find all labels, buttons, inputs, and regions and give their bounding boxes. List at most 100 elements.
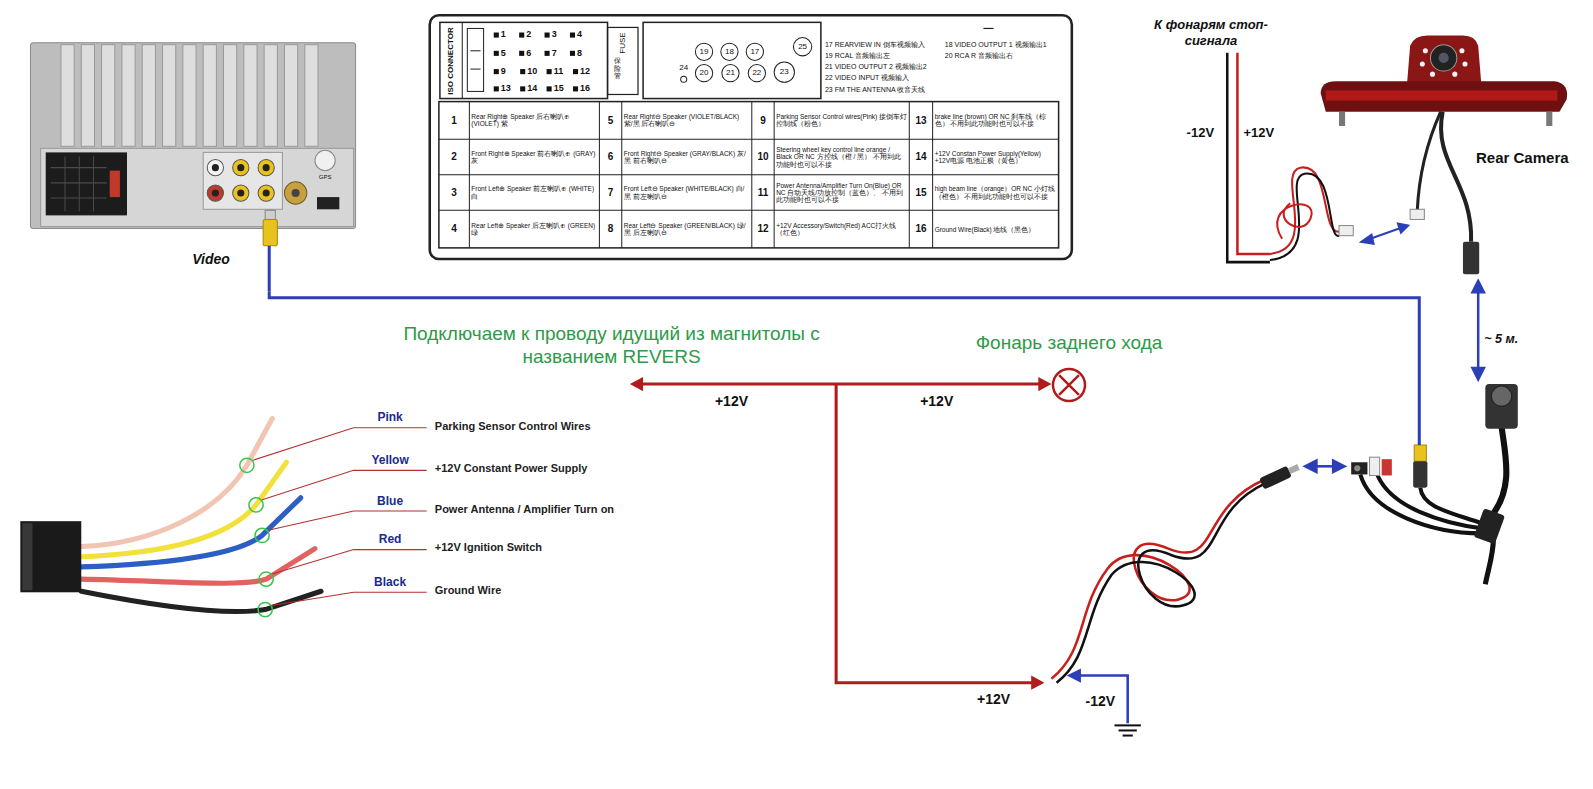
pin-number: 6 — [526, 48, 531, 58]
voltage-label: -12V — [1085, 693, 1115, 709]
wire-color: Black — [374, 576, 406, 590]
pin-circles — [681, 76, 687, 82]
lamp-label: Фонарь заднего хода — [976, 332, 1163, 355]
iso-table-frame — [643, 22, 821, 98]
table-pin-number: 16 — [909, 210, 932, 248]
head-unit-picture — [51, 156, 107, 211]
pin-circles — [695, 65, 712, 82]
pin-squares — [494, 69, 499, 74]
iso-table-frame — [439, 139, 1059, 140]
pin-circles — [722, 65, 739, 82]
wire-harness — [268, 511, 426, 530]
wire-harness — [81, 591, 321, 611]
pin-description: 17 REARVIEW IN 倒车视频输入 — [825, 41, 925, 49]
head-unit-picture — [93, 156, 94, 211]
voltage-label: +12V — [715, 393, 748, 409]
table-pin-number: 14 — [909, 139, 932, 175]
head-unit-picture — [183, 45, 196, 147]
wire-note: К фонарям стоп-сигнала — [1154, 17, 1268, 49]
reverse-wire — [630, 377, 643, 391]
camera-adapter-cable — [1414, 445, 1426, 461]
iso-table-frame — [430, 15, 1072, 259]
pin-squares — [570, 33, 575, 38]
table-cell: Rear Left⊖ Speaker (GREEN/BLACK) 绿/黑 后左喇… — [622, 210, 752, 248]
table-pin-number: 6 — [599, 139, 621, 175]
head-unit-picture — [305, 45, 318, 147]
pin-circles — [748, 65, 765, 82]
table-pin-number: 2 — [439, 139, 469, 175]
pin-number: 5 — [501, 48, 506, 58]
head-unit-picture — [30, 43, 355, 229]
table-cell: Rear Right⊕ Speaker 后右喇叭⊕ (VIOLET) 紫 — [469, 102, 599, 140]
pin-squares — [520, 86, 525, 91]
rear-camera-picture — [1339, 112, 1345, 126]
power-cable — [1259, 461, 1301, 489]
head-unit-picture — [237, 189, 244, 196]
camera-adapter-cable — [1491, 386, 1511, 406]
camera-adapter-cable — [1351, 462, 1367, 474]
pin-number: 11 — [554, 66, 564, 76]
wire-harness — [253, 428, 427, 606]
head-unit: Video — [28, 38, 363, 292]
pin-number: 21 — [726, 69, 735, 78]
head-unit-picture — [61, 45, 318, 147]
pin-circles — [746, 43, 763, 60]
pin-number: 19 — [700, 47, 709, 56]
head-unit-picture — [244, 45, 257, 147]
reverse-wire — [640, 383, 1042, 386]
camera-power-lead — [1339, 226, 1353, 236]
table-cell: Front Left⊕ Speaker 前左喇叭⊕ (WHITE) 白 — [469, 175, 599, 211]
fuse-label: 保险管 — [614, 57, 621, 80]
ground-wire — [1114, 724, 1140, 726]
table-pin-number: 10 — [752, 139, 774, 175]
iso-table-frame — [439, 174, 1059, 175]
head-unit-picture — [258, 160, 274, 176]
pin-squares — [494, 86, 499, 91]
rear-camera-picture — [1430, 45, 1456, 71]
iso-table-frame — [469, 102, 470, 248]
port-label: GPS — [319, 174, 332, 181]
wire-harness — [255, 528, 269, 542]
head-unit-picture — [81, 45, 94, 147]
wire-harness — [240, 458, 254, 472]
iso-table-frame — [909, 102, 910, 248]
wire-function: +12V Constant Power Supply — [435, 462, 588, 475]
length-label: ~ 5 м. — [1484, 332, 1518, 346]
pin-number: 16 — [580, 83, 590, 93]
pin-number: 23 — [780, 68, 789, 77]
reverse-wire — [836, 384, 1032, 683]
head-unit-picture — [212, 164, 219, 171]
head-unit-picture — [224, 45, 237, 147]
rear-camera-picture — [1463, 242, 1479, 275]
connect-arrows — [1472, 280, 1484, 292]
head-unit-picture — [263, 164, 270, 171]
pin-number: 9 — [501, 66, 506, 76]
head-unit-picture — [203, 45, 216, 147]
pin-squares — [494, 51, 499, 56]
head-unit-picture — [122, 45, 135, 147]
pin-number: 17 — [750, 47, 759, 56]
head-unit-picture — [268, 246, 271, 292]
lamp-cross — [1059, 375, 1079, 395]
camera-adapter-cable — [1485, 384, 1518, 429]
pin-description: 23 FM THE ANTENNA 收音天线 — [825, 86, 925, 94]
connect-arrows — [1304, 224, 1484, 473]
voltage-label: -12V — [1187, 126, 1214, 141]
reverse-lamp: Фонарь заднего хода — [959, 330, 1179, 402]
camera-adapter-cable — [1413, 461, 1427, 487]
pin-number: 1 — [501, 29, 506, 39]
reverse-wire — [1031, 676, 1044, 690]
head-unit-picture — [317, 197, 339, 209]
pin-squares — [545, 51, 550, 56]
rear-camera-picture — [1321, 81, 1567, 111]
table-cell: brake line (brown) OR NC 刹车线（棕色） 不用到此功能时… — [933, 102, 1059, 140]
table-pin-number: 8 — [599, 210, 621, 248]
table-pin-number: 4 — [439, 210, 469, 248]
brake-light-wires — [1237, 53, 1270, 254]
pin-number: 24 — [679, 63, 688, 72]
wire-harness — [258, 602, 272, 616]
wire-harness — [81, 419, 272, 547]
head-unit-picture — [61, 45, 74, 147]
pin-squares — [545, 33, 550, 38]
